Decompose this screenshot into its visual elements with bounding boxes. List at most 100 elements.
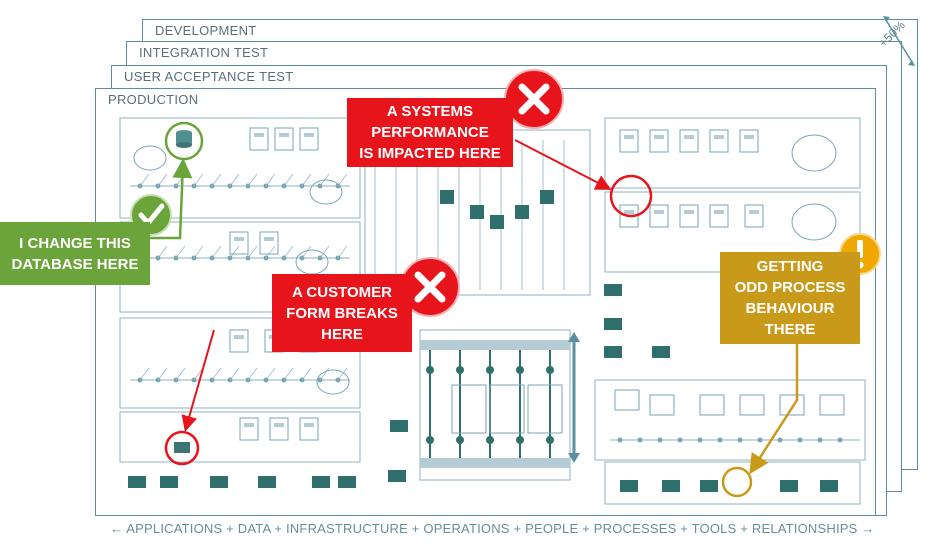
network-line <box>193 173 204 187</box>
network-line <box>157 173 168 187</box>
sheet-label-user-acceptance-test: USER ACCEPTANCE TEST <box>124 69 294 84</box>
network-line <box>337 367 348 381</box>
callout-line: I CHANGE THIS <box>19 234 131 252</box>
network-node <box>426 366 434 374</box>
diagram-box <box>619 129 639 153</box>
network-node <box>516 366 524 374</box>
diagram-box <box>649 394 675 416</box>
bus-bar <box>420 340 570 350</box>
diagram-box <box>779 394 805 416</box>
component-box <box>620 480 638 492</box>
diagram-box <box>239 417 259 441</box>
form-icon <box>174 442 190 453</box>
diagram-box <box>649 204 669 228</box>
network-line <box>157 367 168 381</box>
network-line <box>175 367 186 381</box>
network-node <box>426 436 434 444</box>
network-node <box>486 436 494 444</box>
callout-line: PERFORMANCE <box>371 124 489 141</box>
network-line <box>301 173 312 187</box>
network-node <box>546 436 554 444</box>
network-node <box>797 437 803 443</box>
network-line <box>265 245 276 259</box>
diagram-node-oval <box>791 134 837 172</box>
network-line <box>301 367 312 381</box>
network-line <box>193 245 204 259</box>
diagram-box-fill <box>684 210 694 214</box>
diagram-box-fill <box>279 133 289 137</box>
network-node <box>486 366 494 374</box>
diagram-box <box>259 231 279 255</box>
network-line <box>193 367 204 381</box>
network-line <box>319 245 330 259</box>
diagram-box <box>299 417 319 441</box>
diagram-node-oval <box>295 249 329 275</box>
diagram-node-oval <box>316 369 350 395</box>
network-node <box>637 437 643 443</box>
diagram-box <box>229 231 249 255</box>
network-node <box>817 437 823 443</box>
footer-caption: ← APPLICATIONS + DATA + INFRASTRUCTURE +… <box>110 521 875 536</box>
form-highlight-circle <box>164 430 200 466</box>
network-node <box>456 436 464 444</box>
diagram-box-fill <box>654 210 664 214</box>
network-node <box>456 366 464 374</box>
diagram-box <box>679 204 699 228</box>
network-line <box>247 173 258 187</box>
network-node <box>697 437 703 443</box>
database-change-callout: I CHANGE THIS DATABASE HERE <box>0 222 150 285</box>
component-box <box>604 346 622 358</box>
network-node <box>677 437 683 443</box>
callout-line: HERE <box>321 325 363 343</box>
network-line <box>229 367 240 381</box>
network-node <box>777 437 783 443</box>
diagram-box-fill <box>749 210 759 214</box>
component-box <box>338 476 356 488</box>
component-box <box>662 480 680 492</box>
diagram-box-fill <box>624 210 634 214</box>
error-icon <box>504 69 564 129</box>
component-box <box>210 476 228 488</box>
form-arrow <box>181 329 215 432</box>
network-line <box>265 367 276 381</box>
component-box <box>700 480 718 492</box>
callout-line: A SYSTEMS <box>386 103 474 120</box>
network-line <box>283 367 294 381</box>
component-box <box>388 470 406 482</box>
diagram-box-fill <box>624 135 634 139</box>
component-box <box>390 420 408 432</box>
network-line <box>211 245 222 259</box>
network-node <box>657 437 663 443</box>
component-box <box>780 480 798 492</box>
diagram-box-fill <box>304 133 314 137</box>
network-line <box>247 245 258 259</box>
network-line <box>283 245 294 259</box>
diagram-box <box>299 127 319 151</box>
diagram-node-oval <box>791 203 837 241</box>
callout-line: IS IMPACTED HERE <box>359 145 501 162</box>
network-line <box>139 367 150 381</box>
diagram-node-oval <box>309 179 343 205</box>
diagram-box <box>614 389 640 411</box>
network-line <box>337 245 348 259</box>
diagram-box <box>744 204 764 228</box>
network-line <box>247 367 258 381</box>
network-line <box>211 173 222 187</box>
network-node <box>546 366 554 374</box>
service-box <box>451 384 487 434</box>
network-node <box>757 437 763 443</box>
callout-line: ODD PROCESS <box>734 279 846 296</box>
diagram-box <box>440 190 454 204</box>
network-line <box>175 245 186 259</box>
vertical-flow-arrow <box>568 332 580 463</box>
diagram-node-oval <box>133 145 167 171</box>
network-line <box>301 245 312 259</box>
network-node <box>717 437 723 443</box>
diagram-box <box>490 215 504 229</box>
diagram-box-fill <box>744 135 754 139</box>
diagram-box-fill <box>714 135 724 139</box>
database-arrow <box>150 158 193 240</box>
process-highlight-circle <box>721 466 753 498</box>
callout-line: BEHAVIOUR <box>745 300 835 317</box>
network-line <box>337 173 348 187</box>
